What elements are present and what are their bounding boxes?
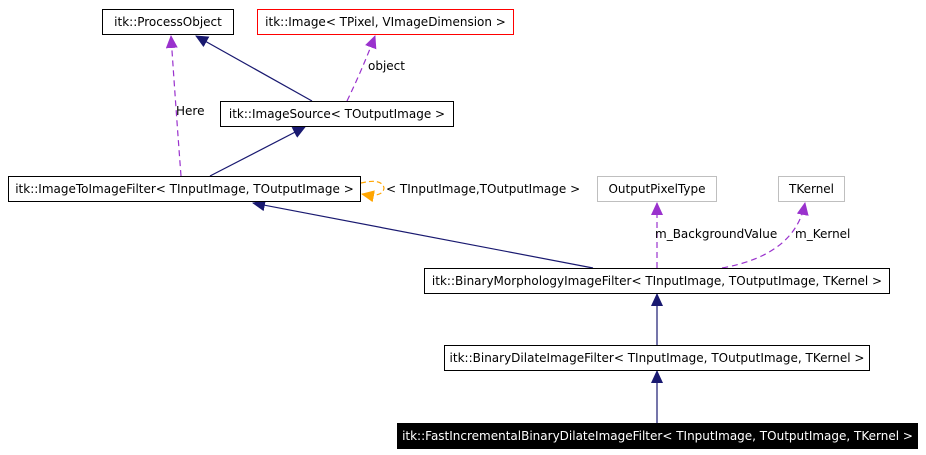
edge-label-kernel: m_Kernel bbox=[795, 227, 851, 241]
edge-imagesource-to-processobject bbox=[195, 35, 313, 102]
node-output-pixel-type: OutputPixelType bbox=[597, 176, 717, 202]
edge-image-to-imagesource bbox=[346, 35, 377, 102]
node-binary-morphology-filter[interactable]: itk::BinaryMorphologyImageFilter< TInput… bbox=[424, 268, 890, 294]
node-image[interactable]: itk::Image< TPixel, VImageDimension > bbox=[257, 9, 514, 35]
edge-label-template-args: < TInputImage,TOutputImage > bbox=[386, 182, 581, 196]
node-image-source[interactable]: itk::ImageSource< TOutputImage > bbox=[220, 101, 454, 127]
node-fast-incremental-filter: itk::FastIncrementalBinaryDilateImageFil… bbox=[397, 423, 918, 449]
edge-tkernel-to-binarymorphology bbox=[721, 202, 809, 269]
node-image-to-image-filter[interactable]: itk::ImageToImageFilter< TInputImage, TO… bbox=[8, 176, 361, 202]
node-process-object[interactable]: itk::ProcessObject bbox=[102, 9, 234, 35]
edge-template-self bbox=[360, 180, 385, 203]
edge-label-background-value: m_BackgroundValue bbox=[655, 227, 778, 241]
edge-imagetoimage-to-imagesource bbox=[209, 126, 306, 177]
edge-processobject-to-imagetoimage bbox=[165, 35, 182, 177]
node-binary-dilate-filter[interactable]: itk::BinaryDilateImageFilter< TInputImag… bbox=[444, 345, 870, 371]
node-tkernel: TKernel bbox=[778, 176, 845, 202]
edge-binarymorphology-to-imagetoimage bbox=[252, 199, 594, 269]
edge-label-here: Here bbox=[176, 104, 205, 118]
edge-label-object: object bbox=[368, 59, 405, 73]
